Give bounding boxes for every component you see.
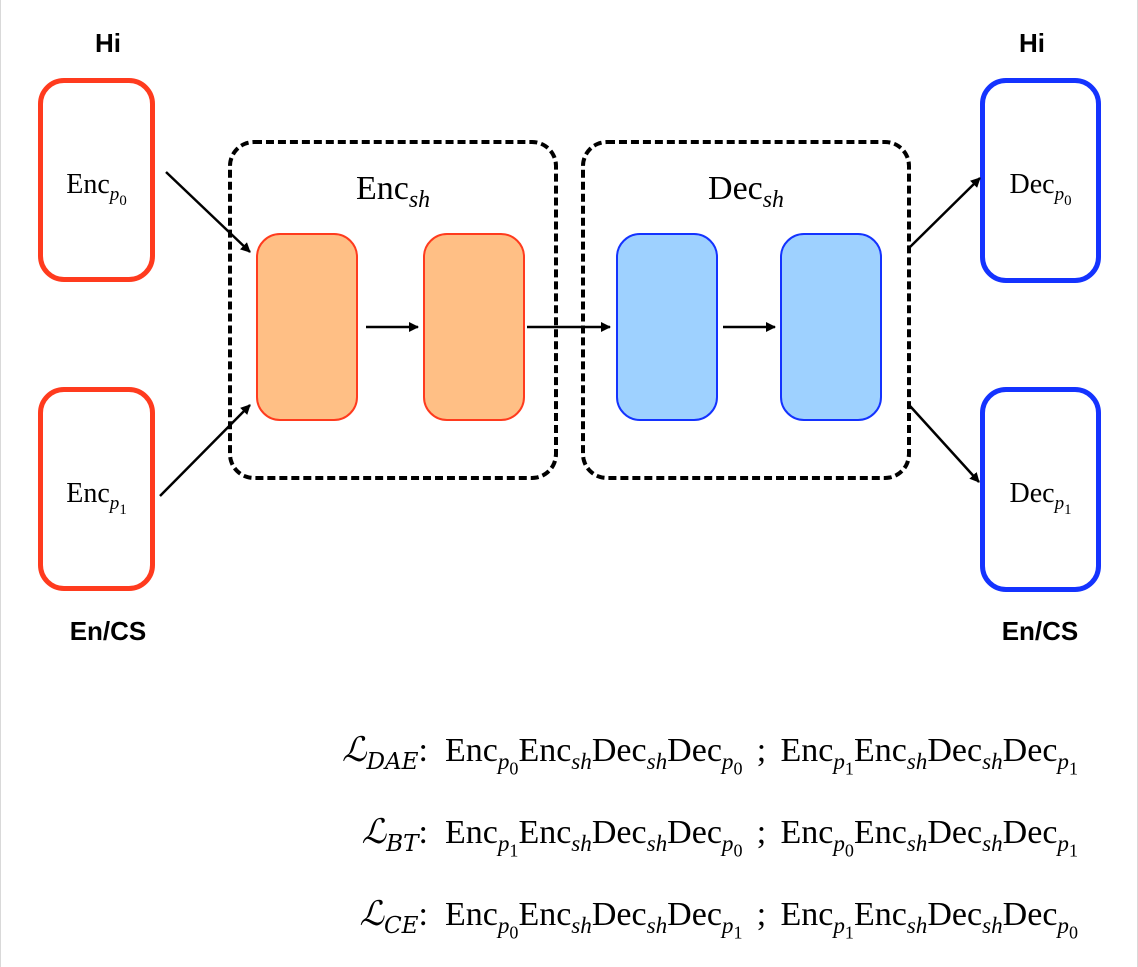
shared-decoder-label: Decsh bbox=[708, 170, 784, 213]
equation-term: Encsh bbox=[518, 732, 592, 775]
loss-symbol: ℒDAE bbox=[341, 730, 419, 775]
equation-term: Decp1 bbox=[667, 896, 743, 943]
equation-term: Encp0 bbox=[445, 896, 519, 943]
equation-term: Encsh bbox=[853, 896, 928, 939]
arrow-enc-p0-to-shared bbox=[165, 171, 251, 253]
lang-label-decoder-bottom: En/CS bbox=[1001, 616, 1079, 646]
shared-encoder-label: Encsh bbox=[355, 170, 431, 213]
shared-decoder-layer-2 bbox=[780, 233, 882, 421]
private-encoder-p0-label: Encp0 bbox=[66, 169, 127, 209]
loss-symbol: ℒBT bbox=[361, 812, 419, 857]
equation-term: Encsh bbox=[853, 732, 928, 775]
equation-term: Decp0 bbox=[667, 732, 743, 779]
private-decoder-p1-label: Decp1 bbox=[1009, 478, 1072, 518]
loss-symbol: ℒCE bbox=[359, 894, 419, 939]
lang-label-encoder-top: Hi bbox=[95, 28, 121, 58]
equation-term: Decsh bbox=[927, 814, 1003, 857]
equation-term: Decp0 bbox=[1002, 896, 1078, 943]
shared-decoder-block: Decsh bbox=[581, 140, 911, 480]
equation-term: Decsh bbox=[591, 732, 668, 775]
private-encoder-p1-label: Encp1 bbox=[66, 478, 127, 518]
equation-term: Decp0 bbox=[667, 814, 743, 861]
shared-encoder-layer-1 bbox=[256, 233, 358, 421]
equation-term: Encsh bbox=[853, 814, 928, 857]
equation-term: Encsh bbox=[518, 814, 592, 857]
equation-term: Decsh bbox=[927, 732, 1003, 775]
equation-term: Encp0 bbox=[445, 732, 519, 779]
private-decoder-p0: Decp0 bbox=[980, 78, 1101, 283]
arrow-enc-p1-to-shared bbox=[159, 404, 251, 497]
equation-term: Decp1 bbox=[1002, 732, 1078, 779]
lang-label-encoder-bottom: En/CS bbox=[69, 616, 147, 646]
shared-encoder-layer-2 bbox=[423, 233, 525, 421]
equation-separator: ; bbox=[756, 814, 767, 851]
equation-term: Decsh bbox=[591, 814, 668, 857]
private-decoder-p0-label: Decp0 bbox=[1009, 169, 1072, 209]
equation-term: Encp0 bbox=[780, 814, 854, 861]
shared-decoder-layer-1 bbox=[616, 233, 718, 421]
equation-term: Decsh bbox=[591, 896, 668, 939]
loss-equation-bt: ℒBT: Encp1EncshDecshDecp0;Encp0EncshDecs… bbox=[361, 812, 1078, 861]
equation-term: Encp1 bbox=[780, 896, 854, 943]
left-border bbox=[0, 0, 1, 967]
equation-term: Decsh bbox=[927, 896, 1003, 939]
private-encoder-p0: Encp0 bbox=[38, 78, 155, 282]
private-encoder-p1: Encp1 bbox=[38, 387, 155, 591]
equation-separator: ; bbox=[756, 896, 767, 933]
equation-term: Encp1 bbox=[780, 732, 854, 779]
equation-term: Decp1 bbox=[1002, 814, 1078, 861]
loss-equation-dae: ℒDAE: Encp0EncshDecshDecp0;Encp1EncshDec… bbox=[341, 730, 1078, 779]
loss-equation-ce: ℒCE: Encp0EncshDecshDecp1;Encp1EncshDecs… bbox=[359, 894, 1078, 943]
lang-label-decoder-top: Hi bbox=[1019, 28, 1045, 58]
equation-separator: ; bbox=[756, 732, 767, 769]
arrow-shared-to-dec-p1 bbox=[909, 405, 980, 483]
equation-term: Encp1 bbox=[445, 814, 519, 861]
private-decoder-p1: Decp1 bbox=[980, 387, 1101, 592]
arrow-shared-to-dec-p0 bbox=[909, 177, 981, 248]
shared-encoder-block: Encsh bbox=[228, 140, 558, 480]
equation-term: Encsh bbox=[518, 896, 592, 939]
